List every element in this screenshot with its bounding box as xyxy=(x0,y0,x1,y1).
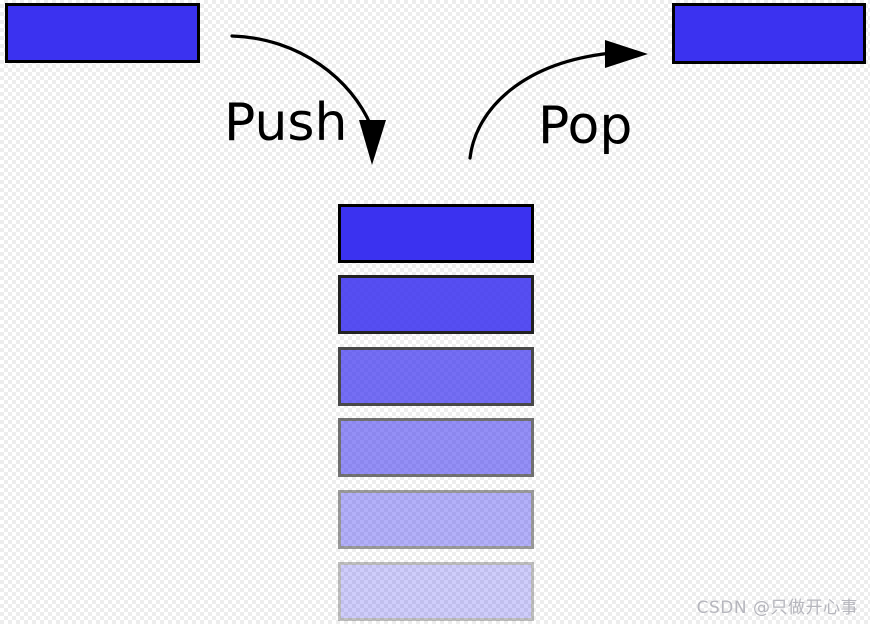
stack-item xyxy=(338,490,534,549)
stack-item xyxy=(338,204,534,263)
stack-item xyxy=(338,275,534,334)
stack-item xyxy=(338,347,534,406)
csdn-watermark: CSDN @只做开心事 xyxy=(696,598,858,618)
outgoing-element-rect xyxy=(672,3,866,64)
stack-item xyxy=(338,418,534,477)
push-label: Push xyxy=(224,93,348,153)
incoming-element-rect xyxy=(5,3,200,63)
stack-item xyxy=(338,562,534,621)
pop-label: Pop xyxy=(538,96,633,156)
